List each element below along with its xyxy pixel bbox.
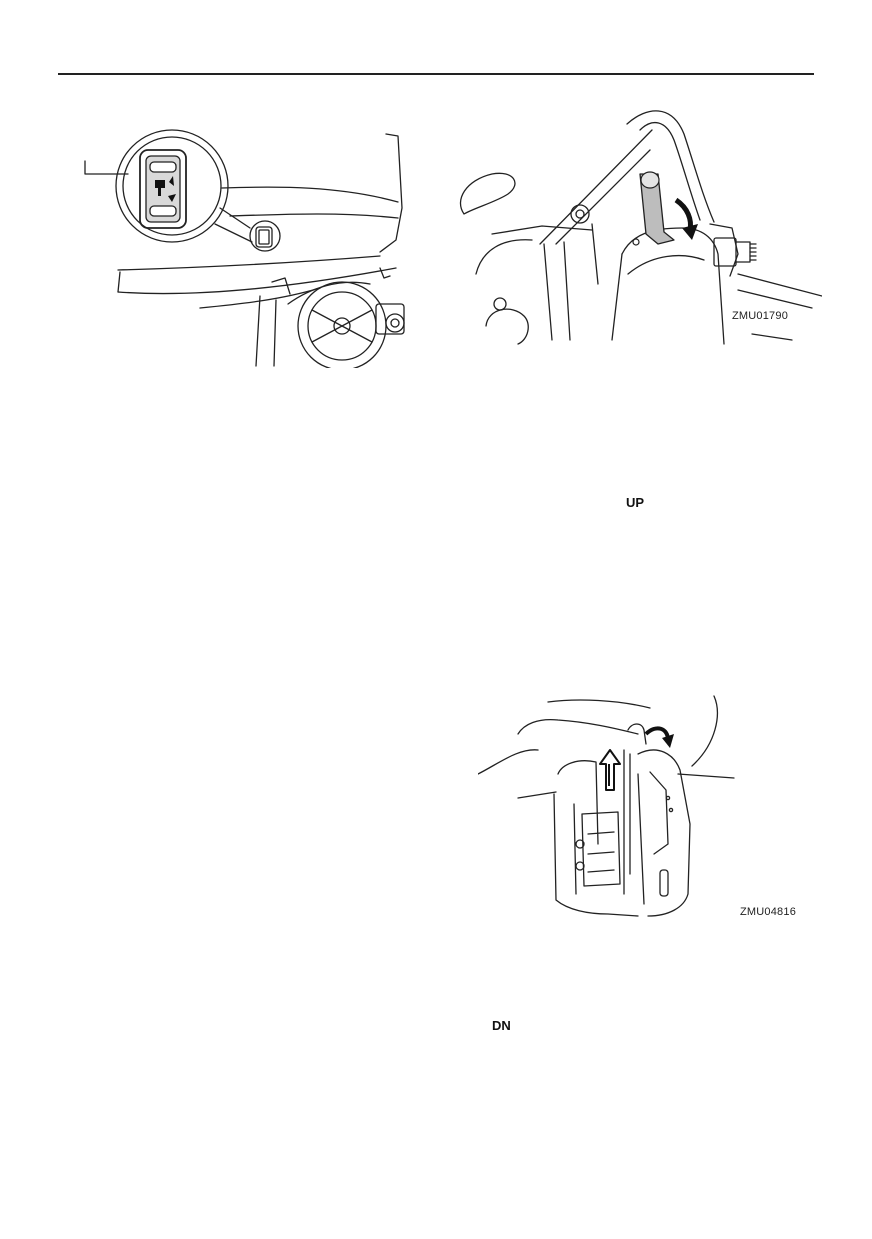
tilt-support-release-illustration [478,695,735,917]
figure-code-label: ZMU01790 [732,310,789,322]
tilt-support-lever-illustration [459,110,822,345]
figure-tilt-support-release: ZMU04816 [478,694,814,930]
header-rule [58,73,814,75]
figure-code-label: ZMU04816 [740,906,797,918]
switch-key-down: DN [492,1018,511,1033]
tilt-switch-illustration [84,129,405,368]
figure-tilt-switch [80,128,420,368]
switch-key-up: UP [626,495,645,510]
figure-tilt-support-lever: ZMU01790 [452,104,822,364]
